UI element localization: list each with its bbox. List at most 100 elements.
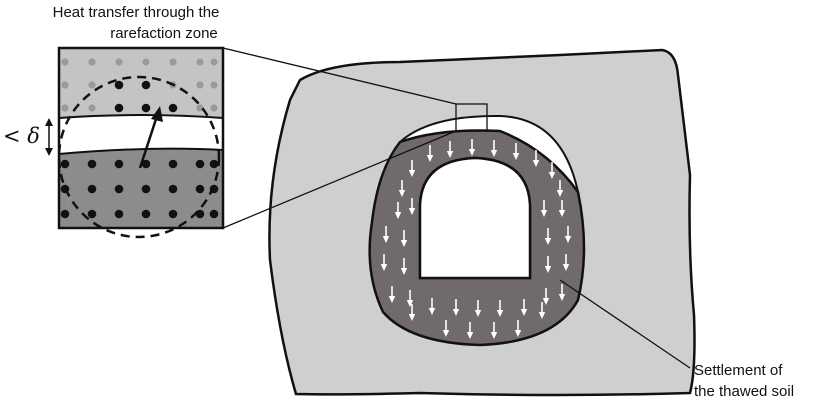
frozen-particle [61,81,69,89]
thawed-particle [114,103,124,113]
soil-cross-section [268,48,696,397]
heat-transfer-label-line1: Heat transfer through the [53,4,220,21]
inset-upper-boundary [58,114,224,119]
settlement-arrowhead [382,236,390,243]
frozen-particle [88,81,96,89]
frozen-particle [196,58,204,66]
inset-frame [57,46,225,230]
thawed-particle [60,159,70,169]
thawed-particle [114,159,124,169]
settlement-arrowhead [408,314,416,321]
thawed-particle [141,159,151,169]
settlement-arrowhead [394,212,402,219]
settlement-arrowhead [452,309,460,316]
settlement-arrowhead [556,190,564,197]
thawed-particle [168,209,178,219]
inset-frozen-layer [59,48,223,118]
settlement-arrows [380,139,572,339]
inset-dashed-circle [57,75,221,239]
heat-transfer-label-line2: rarefaction zone [110,25,218,42]
settlement-arrowhead [446,151,454,158]
settlement-arrowhead [542,298,550,305]
gap-symbol: < δ [3,124,40,148]
settlement-arrowhead [468,149,476,156]
tunnel-opening [418,156,532,280]
settlement-arrowhead [558,210,566,217]
thawed-particle [87,209,97,219]
frozen-particle [61,104,69,112]
settlement-arrowhead [562,264,570,271]
frozen-particle [88,58,96,66]
gap-arrow-down [45,148,53,156]
settlement-arrowhead [540,210,548,217]
inset-rarefaction-gap [59,115,223,154]
settlement-arrowhead [400,268,408,275]
settlement-arrowhead [474,310,482,317]
settlement-arrowhead [380,264,388,271]
settlement-arrowhead [532,160,540,167]
settlement-arrowhead [514,330,522,337]
settlement-leader-line [559,279,691,369]
thawed-particle [141,184,151,194]
frozen-particle [88,104,96,112]
frozen-particle [210,81,218,89]
thawed-particle [209,209,219,219]
settlement-arrowhead [408,208,416,215]
settlement-arrowhead [520,309,528,316]
frozen-particle [196,81,204,89]
settlement-arrowhead [428,308,436,315]
settlement-arrowhead [558,294,566,301]
settlement-arrowhead [388,296,396,303]
settlement-arrowhead [548,172,556,179]
settlement-label-line2: the thawed soil [694,383,794,400]
settlement-arrowhead [466,332,474,339]
frozen-particle [196,104,204,112]
thawed-particle [114,209,124,219]
thawed-particle [168,159,178,169]
settlement-arrowhead [544,266,552,273]
thawed-particle [87,184,97,194]
thawed-particle [209,159,219,169]
thawed-particle [195,184,205,194]
thawed-particle [141,209,151,219]
zoom-leader-top [222,47,457,105]
frozen-particle [210,58,218,66]
thawed-particle [195,159,205,169]
settlement-arrowhead [398,190,406,197]
frozen-particle [169,58,177,66]
settlement-arrowhead [490,150,498,157]
settlement-arrowhead [544,238,552,245]
settlement-arrowhead [564,236,572,243]
inset-thawed-layer [59,148,223,228]
settlement-arrowhead [406,300,414,307]
settlement-label-line1: Settlement of [694,362,783,379]
gap-dimension: < δ [3,118,53,156]
settlement-arrowhead [512,153,520,160]
thawed-particle [141,103,151,113]
inset-detail [57,46,225,239]
gap-arrow-up [45,118,53,126]
thawed-particle [141,80,151,90]
thawed-particle [114,184,124,194]
settlement-arrowhead [496,310,504,317]
settlement-arrowhead [442,330,450,337]
settlement-arrowhead [490,332,498,339]
heat-transfer-arrow [138,115,159,169]
zoom-window [455,103,488,132]
settlement-arrowhead [426,155,434,162]
settlement-arrowhead [538,312,546,319]
frozen-particle [142,58,150,66]
frozen-particle [210,104,218,112]
settlement-arrowhead [408,170,416,177]
thawed-particle [60,209,70,219]
thawed-particle [168,184,178,194]
zoom-leader-bottom [222,130,457,229]
frozen-particle [115,58,123,66]
thawed-particle [114,80,124,90]
inset-frozen-particles [61,58,218,112]
frozen-particle [61,58,69,66]
heat-transfer-arrowhead [151,106,163,122]
inset-thawed-particles [60,80,219,219]
settlement-arrowhead [400,240,408,247]
